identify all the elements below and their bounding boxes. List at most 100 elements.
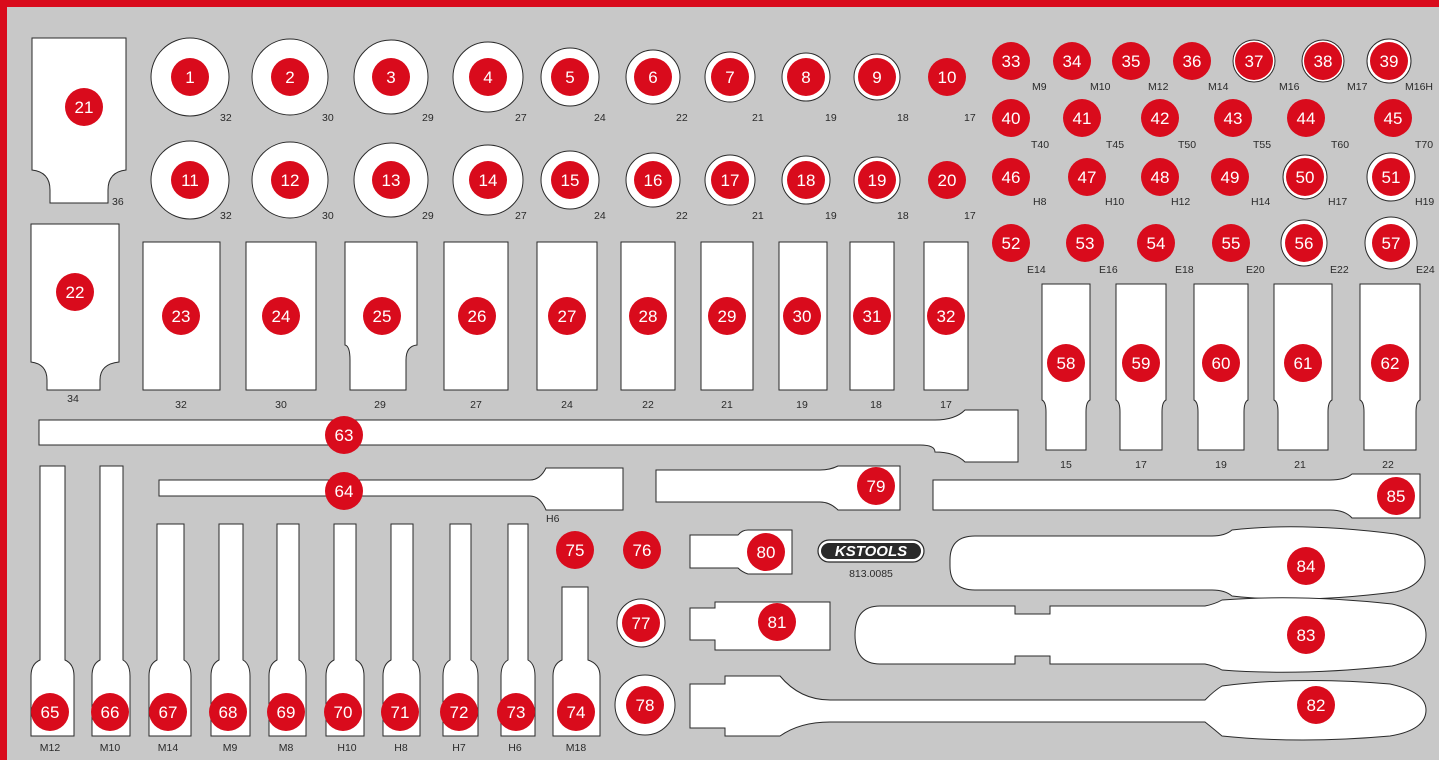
size-label-17: 21: [752, 210, 764, 222]
size-label-18: 19: [825, 210, 837, 222]
position-number-64: 64: [335, 482, 354, 501]
size-label-40: T40: [1031, 139, 1049, 151]
size-label-74: M18: [566, 742, 587, 754]
size-label-15: 24: [594, 210, 606, 222]
size-label-58: 15: [1060, 459, 1072, 471]
position-number-1: 1: [185, 68, 194, 87]
position-number-21: 21: [75, 98, 94, 117]
position-number-17: 17: [721, 171, 740, 190]
size-label-69: M8: [279, 742, 294, 754]
position-number-28: 28: [639, 307, 658, 326]
size-label-32: 17: [940, 399, 952, 411]
position-number-65: 65: [41, 703, 60, 722]
position-number-11: 11: [181, 171, 199, 190]
position-number-72: 72: [450, 703, 469, 722]
size-label-55: E20: [1246, 264, 1265, 276]
position-number-7: 7: [725, 68, 734, 87]
position-number-31: 31: [863, 307, 882, 326]
position-number-45: 45: [1384, 109, 1403, 128]
position-number-8: 8: [801, 68, 810, 87]
position-number-29: 29: [718, 307, 737, 326]
size-label-24: 30: [275, 399, 287, 411]
position-number-54: 54: [1147, 234, 1166, 253]
position-number-80: 80: [757, 543, 776, 562]
position-number-50: 50: [1296, 168, 1315, 187]
position-number-34: 34: [1063, 52, 1082, 71]
position-number-61: 61: [1294, 354, 1313, 373]
position-number-20: 20: [938, 171, 957, 190]
size-label-66: M10: [100, 742, 121, 754]
position-number-78: 78: [636, 696, 655, 715]
position-number-23: 23: [172, 307, 191, 326]
size-label-3: 29: [422, 112, 434, 124]
size-label-60: 19: [1215, 459, 1227, 471]
position-number-63: 63: [335, 426, 354, 445]
position-number-77: 77: [632, 614, 651, 633]
position-number-10: 10: [938, 68, 957, 87]
position-number-68: 68: [219, 703, 238, 722]
position-number-66: 66: [101, 703, 120, 722]
position-number-84: 84: [1297, 557, 1316, 576]
size-label-50: H17: [1328, 196, 1347, 208]
position-number-55: 55: [1222, 234, 1241, 253]
position-number-39: 39: [1380, 52, 1399, 71]
position-number-9: 9: [872, 68, 881, 87]
size-label-27: 24: [561, 399, 573, 411]
position-number-41: 41: [1073, 109, 1092, 128]
position-number-79: 79: [867, 477, 886, 496]
size-label-26: 27: [470, 399, 482, 411]
position-number-42: 42: [1151, 109, 1170, 128]
size-label-5: 24: [594, 112, 606, 124]
size-label-56: E22: [1330, 264, 1349, 276]
position-number-58: 58: [1057, 354, 1076, 373]
position-number-44: 44: [1297, 109, 1316, 128]
size-label-23: 32: [175, 399, 187, 411]
position-number-24: 24: [272, 307, 291, 326]
size-label-47: H10: [1105, 196, 1124, 208]
size-label-53: E16: [1099, 264, 1118, 276]
size-label-57: E24: [1416, 264, 1435, 276]
position-number-12: 12: [281, 171, 300, 190]
size-label-64: H6: [546, 513, 560, 525]
size-label-67: M14: [158, 742, 179, 754]
size-label-20: 17: [964, 210, 976, 222]
position-number-53: 53: [1076, 234, 1095, 253]
position-number-67: 67: [159, 703, 178, 722]
size-label-12: 30: [322, 210, 334, 222]
size-label-61: 21: [1294, 459, 1306, 471]
position-number-59: 59: [1132, 354, 1151, 373]
size-label-46: H8: [1033, 196, 1047, 208]
position-number-74: 74: [567, 703, 586, 722]
size-label-19: 18: [897, 210, 909, 222]
part-number: 813.0085: [849, 568, 893, 580]
handle-84-cutout: [950, 527, 1425, 599]
position-number-33: 33: [1002, 52, 1021, 71]
size-label-54: E18: [1175, 264, 1194, 276]
size-label-16: 22: [676, 210, 688, 222]
size-label-4: 27: [515, 112, 527, 124]
size-label-1: 32: [220, 112, 232, 124]
position-number-75: 75: [566, 541, 585, 560]
position-number-22: 22: [66, 283, 85, 302]
size-label-70: H10: [337, 742, 356, 754]
size-label-52: E14: [1027, 264, 1046, 276]
size-label-35: M12: [1148, 81, 1169, 93]
size-label-39: M16H: [1405, 81, 1433, 93]
size-label-68: M9: [223, 742, 238, 754]
position-number-82: 82: [1307, 696, 1326, 715]
size-label-36: M14: [1208, 81, 1229, 93]
position-number-71: 71: [391, 703, 410, 722]
position-number-27: 27: [558, 307, 577, 326]
size-label-11: 32: [220, 210, 232, 222]
size-label-21: 36: [112, 196, 124, 208]
position-number-14: 14: [479, 171, 498, 190]
position-number-73: 73: [507, 703, 526, 722]
position-number-30: 30: [793, 307, 812, 326]
size-label-65: M12: [40, 742, 61, 754]
position-number-49: 49: [1221, 168, 1240, 187]
position-number-43: 43: [1224, 109, 1243, 128]
position-number-57: 57: [1382, 234, 1401, 253]
position-number-47: 47: [1078, 168, 1097, 187]
